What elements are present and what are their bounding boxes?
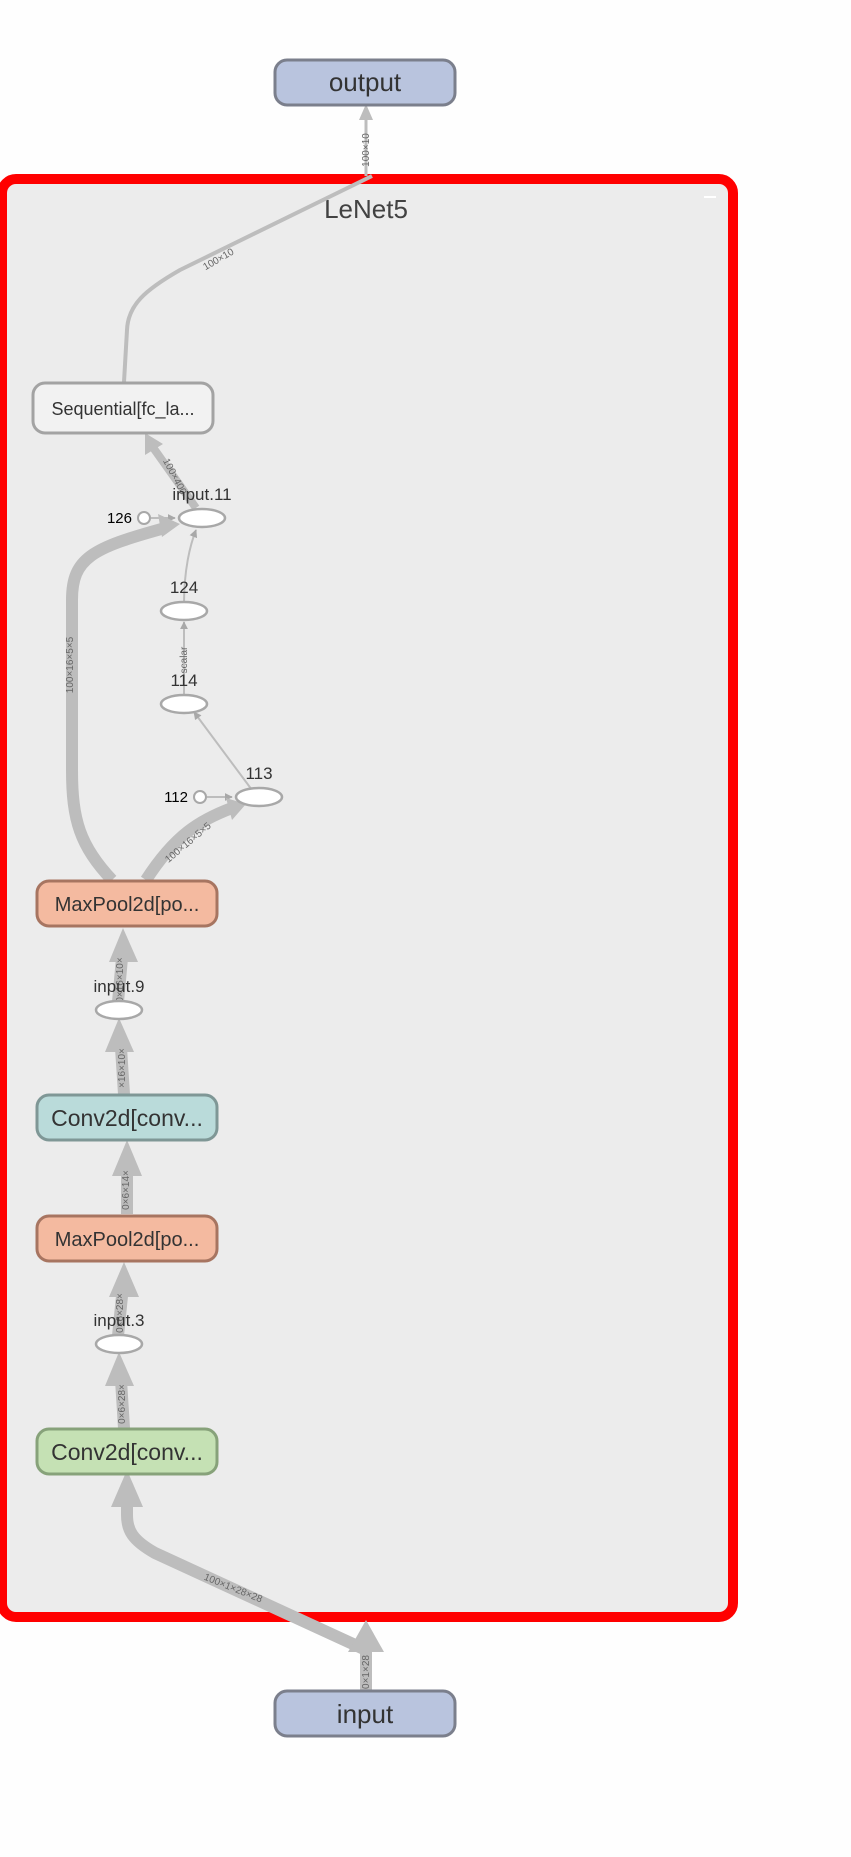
edge-arrow [111,1470,143,1507]
input-label: input [337,1699,394,1729]
output-node[interactable]: output [273,58,457,107]
op-label-input-11: input.11 [172,485,231,504]
op-node-114[interactable]: 114 [159,671,209,715]
conv-node-2[interactable]: Conv2d[conv... [35,1093,219,1142]
op-node-input-9[interactable]: input.9 [93,977,145,1021]
edge-seq-out [122,174,373,383]
const-node-126[interactable]: 126 [107,510,151,527]
const-label-112: 112 [164,789,188,806]
conv-node-1[interactable]: Conv2d[conv... [35,1427,219,1476]
edge-arrow [109,928,138,962]
op-node-input-11[interactable]: input.11 [172,485,232,529]
edge-label-conv2-in: 0×6×14× [121,1170,132,1210]
edge-conv2-out [115,1047,130,1095]
op-node-113[interactable]: 113 [234,764,284,808]
op-node-input-3[interactable]: input.3 [93,1311,145,1355]
edge-arrow [105,1352,134,1386]
edge-arrow [109,1262,139,1297]
edge-label-pool2-in: 0×16×10× [115,957,126,1002]
edge-pool-to-113 [140,802,235,884]
edge-arrow [112,1140,142,1176]
op-label-114: 114 [170,671,197,690]
conv-label-1: Conv2d[conv... [51,1439,203,1465]
edge-label-pool1-in: 0×6×28× [115,1293,126,1333]
sequential-label: Sequential[fc_la... [51,399,194,420]
op-label-input-9: input.9 [93,977,144,996]
edge-pool2-in [112,957,128,1003]
edge-113-to-114 [193,711,253,791]
edge-124-to-input11 [183,529,198,605]
maxpool-node-1[interactable]: MaxPool2d[po... [35,1214,219,1263]
edge-label-skip: 100×16×5×5 [65,636,76,693]
conv-label-2: Conv2d[conv... [51,1105,203,1131]
input-node[interactable]: input [273,1689,457,1738]
edge-skip [66,522,167,885]
scope-collapse-handle[interactable] [704,196,716,198]
edge-to-seq [148,443,200,511]
edge-arrow [105,1018,134,1052]
edge-label-scalar: scalar [179,646,190,673]
maxpool-node-2[interactable]: MaxPool2d[po... [35,879,219,928]
edge-arrow [348,1620,384,1652]
const-label-126: 126 [107,510,132,527]
const-node-112[interactable]: 112 [164,789,207,806]
output-label: output [329,67,402,97]
op-node-124[interactable]: 124 [159,578,209,622]
edge-pool1-in [112,1295,128,1337]
op-label-124: 124 [170,578,198,597]
maxpool-label-2: MaxPool2d[po... [55,894,200,916]
scope-title: LeNet5 [324,194,408,224]
edge-arrow [145,433,163,455]
edge-label-conv1-out: 0×6×28× [117,1384,128,1424]
sequential-node[interactable]: Sequential[fc_la... [31,381,215,435]
edge-conv1-out [115,1379,130,1429]
edge-label-conv2-out: ×16×10× [117,1048,128,1088]
edge-conv1-in [121,1505,369,1656]
op-label-113: 113 [245,764,272,783]
maxpool-label-1: MaxPool2d[po... [55,1229,200,1251]
op-label-input-3: input.3 [93,1311,144,1330]
edge-arrow [158,514,180,537]
edge-arrow [359,104,373,120]
edge-label-to-output: 100×10 [361,133,372,167]
edge-label-input-out: 0×1×28 [361,1655,372,1689]
